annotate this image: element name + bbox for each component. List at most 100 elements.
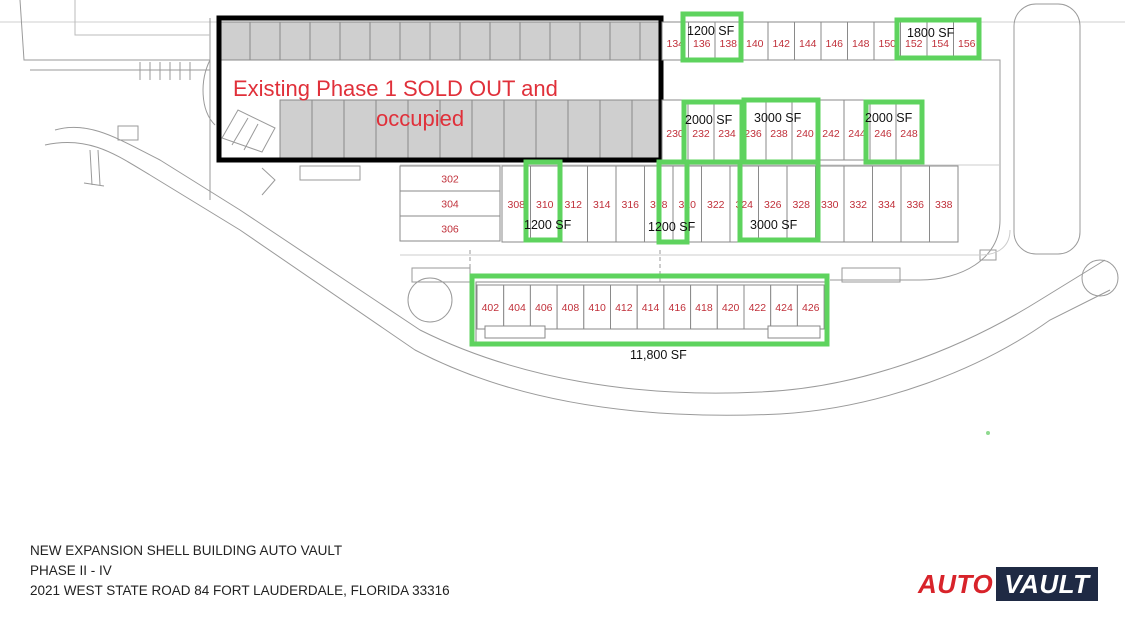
unit-number: 418 — [695, 302, 713, 314]
unit-number: 138 — [719, 38, 737, 50]
unit-number: 406 — [535, 302, 553, 314]
unit-number: 146 — [825, 38, 843, 50]
highlight-3000-b[interactable] — [737, 159, 821, 243]
unit-number: 326 — [764, 199, 782, 211]
unit-number: 408 — [562, 302, 580, 314]
unit-number: 246 — [874, 128, 892, 140]
unit-cell[interactable] — [399, 215, 501, 242]
unit-number: 334 — [878, 199, 896, 211]
unit-number: 412 — [615, 302, 633, 314]
unit-number: 332 — [849, 199, 867, 211]
project-info: NEW EXPANSION SHELL BUILDING AUTO VAULT … — [30, 541, 450, 601]
unit-cell[interactable] — [843, 165, 873, 243]
unit-cell[interactable] — [688, 21, 716, 61]
unit-number: 338 — [935, 199, 953, 211]
unit-number: 142 — [772, 38, 790, 50]
logo-auto-text: AUTO — [918, 569, 994, 599]
unit-number: 232 — [692, 128, 710, 140]
unit-cell[interactable] — [872, 165, 902, 243]
unit-number: 414 — [642, 302, 660, 314]
unit-cell[interactable] — [610, 284, 638, 330]
unit-number: 240 — [796, 128, 814, 140]
unit-cell[interactable] — [558, 165, 588, 243]
area-label-3000-a: 3000 SF — [754, 111, 802, 125]
area-label-3000-b: 3000 SF — [750, 218, 798, 232]
unit-number: 410 — [588, 302, 606, 314]
unit-number: 238 — [770, 128, 788, 140]
unit-cell[interactable] — [716, 284, 745, 330]
unit-number: 242 — [822, 128, 840, 140]
unit-number: 336 — [906, 199, 924, 211]
highlight-1200-c[interactable] — [656, 159, 690, 245]
unit-cell[interactable] — [556, 284, 585, 330]
highlight-1200-a[interactable] — [680, 11, 744, 63]
unit-number: 136 — [693, 38, 711, 50]
map-speck — [986, 431, 990, 435]
unit-number: 152 — [905, 38, 923, 50]
unit-number: 312 — [564, 199, 582, 211]
unit-number: 148 — [852, 38, 870, 50]
area-label-2000-b: 2000 SF — [865, 111, 913, 125]
unit-cell[interactable] — [900, 165, 930, 243]
unit-number: 422 — [749, 302, 767, 314]
unit-cell[interactable] — [743, 284, 772, 330]
row4-notch-left — [484, 325, 546, 339]
unit-number: 236 — [744, 128, 762, 140]
unit-cell[interactable] — [701, 165, 731, 243]
unit-cell[interactable] — [741, 21, 769, 61]
highlight-1200-b[interactable] — [523, 159, 563, 243]
unit-number: 308 — [507, 199, 525, 211]
unit-number: 234 — [718, 128, 736, 140]
unit-number: 248 — [900, 128, 918, 140]
unit-number: 244 — [848, 128, 866, 140]
unit-number: 322 — [707, 199, 725, 211]
unit-number: 156 — [958, 38, 976, 50]
unit-number: 330 — [821, 199, 839, 211]
unit-number: 416 — [668, 302, 686, 314]
area-label-1200-b: 1200 SF — [524, 218, 572, 232]
unit-cell[interactable] — [615, 165, 645, 243]
unit-number: 304 — [441, 199, 459, 211]
unit-number: 328 — [792, 199, 810, 211]
highlight-2000-b[interactable] — [863, 99, 925, 165]
unit-number: 134 — [666, 38, 684, 50]
sold-out-label-line1: Existing Phase 1 SOLD OUT and — [233, 76, 558, 101]
unit-number: 310 — [536, 199, 554, 211]
unit-cell[interactable] — [929, 165, 959, 243]
sold-out-outline — [216, 15, 664, 163]
unit-number: 306 — [441, 224, 459, 236]
unit-cell[interactable] — [636, 284, 665, 330]
area-label-1200-a: 1200 SF — [687, 24, 735, 38]
unit-number: 230 — [666, 128, 684, 140]
unit-number: 402 — [482, 302, 500, 314]
area-label-11800: 11,800 SF — [630, 348, 687, 362]
phase1-building — [219, 21, 661, 159]
project-address: 2021 WEST STATE ROAD 84 FORT LAUDERDALE,… — [30, 583, 450, 598]
unit-number: 426 — [802, 302, 820, 314]
unit-number: 140 — [746, 38, 764, 50]
unit-number: 404 — [508, 302, 526, 314]
unit-cell[interactable] — [663, 284, 692, 330]
unit-cell[interactable] — [530, 165, 560, 243]
unit-cell[interactable] — [587, 165, 617, 243]
area-label-1200-c: 1200 SF — [648, 220, 696, 234]
unit-cell[interactable] — [796, 284, 825, 330]
unit-cell[interactable] — [399, 190, 501, 217]
available-highlights — [469, 11, 982, 347]
unit-cell[interactable] — [794, 21, 822, 61]
area-label-1800: 1800 SF — [907, 26, 955, 40]
unit-number: 144 — [799, 38, 817, 50]
highlight-1800[interactable] — [894, 17, 982, 61]
unit-cell[interactable] — [503, 284, 531, 330]
highlight-11800[interactable] — [469, 273, 830, 347]
autovault-logo: AUTO VAULT — [916, 567, 1098, 601]
row4-notch-right — [767, 325, 821, 339]
unit-cell[interactable] — [869, 99, 897, 161]
project-phase: PHASE II - IV — [30, 563, 112, 578]
unit-cell[interactable] — [820, 21, 848, 61]
unit-cell[interactable] — [476, 284, 505, 330]
sold-out-label-line2: occupied — [376, 106, 464, 131]
